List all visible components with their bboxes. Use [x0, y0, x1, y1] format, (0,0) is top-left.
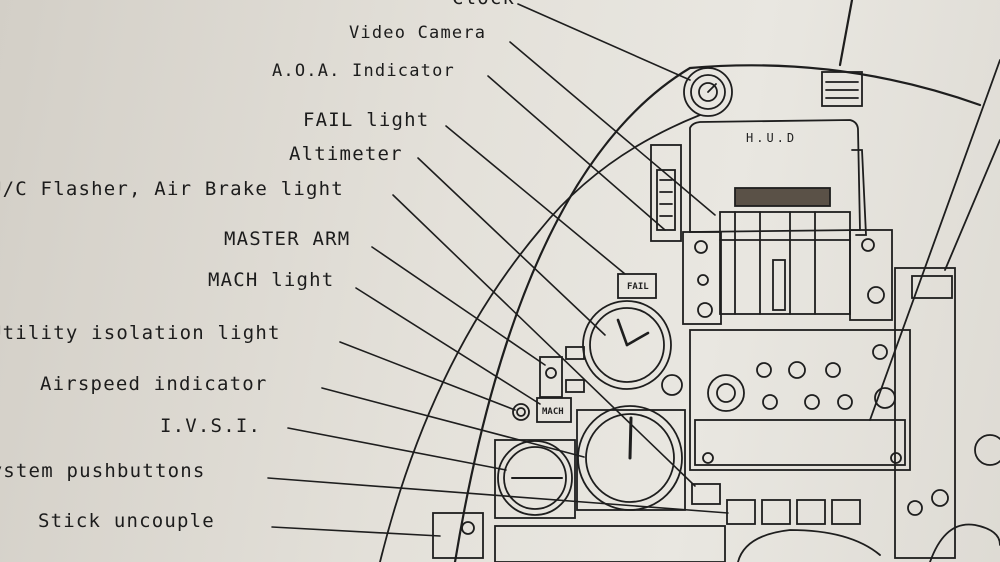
hud-right-panel [849, 229, 893, 321]
leader-aoa [487, 75, 666, 231]
label-system-pushbuttons: System pushbuttons [0, 460, 206, 482]
canopy-inner-arc [379, 114, 701, 562]
label-stick-uncouple: Stick uncouple [38, 510, 215, 532]
lower-panel [494, 525, 726, 562]
label-utility-isolation: Utility isolation light [0, 322, 281, 344]
leader-system-pushbuttons [267, 477, 729, 514]
leader-stick-uncouple [271, 526, 441, 537]
utility-isolation-light [512, 403, 530, 421]
label-ivsi: I.V.S.I. [160, 415, 262, 437]
airspeed-instrument [576, 405, 686, 511]
label-video-camera: Video Camera [349, 23, 487, 43]
leader-video-camera [509, 41, 716, 216]
canopy-frame-line [838, 0, 854, 67]
label-uc-flasher: U/C Flasher, Air Brake light [0, 178, 344, 200]
label-fail-light: FAIL light [303, 109, 430, 131]
leader-utility-isolation [339, 341, 516, 411]
leader-fail [445, 125, 626, 275]
video-camera [821, 71, 863, 107]
hud-left-panel [682, 231, 722, 325]
leader-clock [517, 3, 691, 81]
mach-light-text: MACH [542, 407, 564, 417]
altimeter-instrument [582, 300, 683, 396]
hud-unit [689, 119, 867, 315]
label-master-arm: MASTER ARM [224, 228, 351, 250]
right-console [894, 267, 956, 559]
label-altimeter: Altimeter [289, 143, 403, 165]
leader-master-arm [371, 246, 546, 366]
aoa-indicator [650, 144, 682, 242]
lower-right-instrument [737, 529, 881, 562]
system-pushbuttons [726, 499, 861, 525]
ivsi-instrument [494, 439, 576, 519]
canopy-right-strut [869, 59, 1000, 421]
leader-mach [355, 287, 541, 405]
leader-lines [267, 3, 729, 537]
master-arm-switch [539, 346, 585, 398]
canopy-outer-arc [453, 64, 982, 562]
mach-light-box [536, 397, 572, 423]
leader-ivsi [287, 427, 507, 471]
clock-instrument [683, 67, 733, 117]
leader-altimeter [417, 157, 606, 336]
leader-airspeed [321, 387, 585, 458]
up-front-control-panel [689, 329, 911, 471]
fail-light-text: FAIL [627, 282, 649, 292]
label-clock: Clock [452, 0, 515, 8]
fail-light-box [617, 273, 657, 299]
leader-uc-flasher [392, 194, 696, 487]
label-aoa-indicator: A.O.A. Indicator [272, 61, 455, 81]
hud-title: H.U.D [746, 131, 798, 145]
uc-flasher-box [691, 483, 721, 505]
label-mach-light: MACH light [208, 269, 335, 291]
canopy-right-strut-2 [944, 139, 1000, 271]
label-airspeed-indicator: Airspeed indicator [40, 373, 268, 395]
